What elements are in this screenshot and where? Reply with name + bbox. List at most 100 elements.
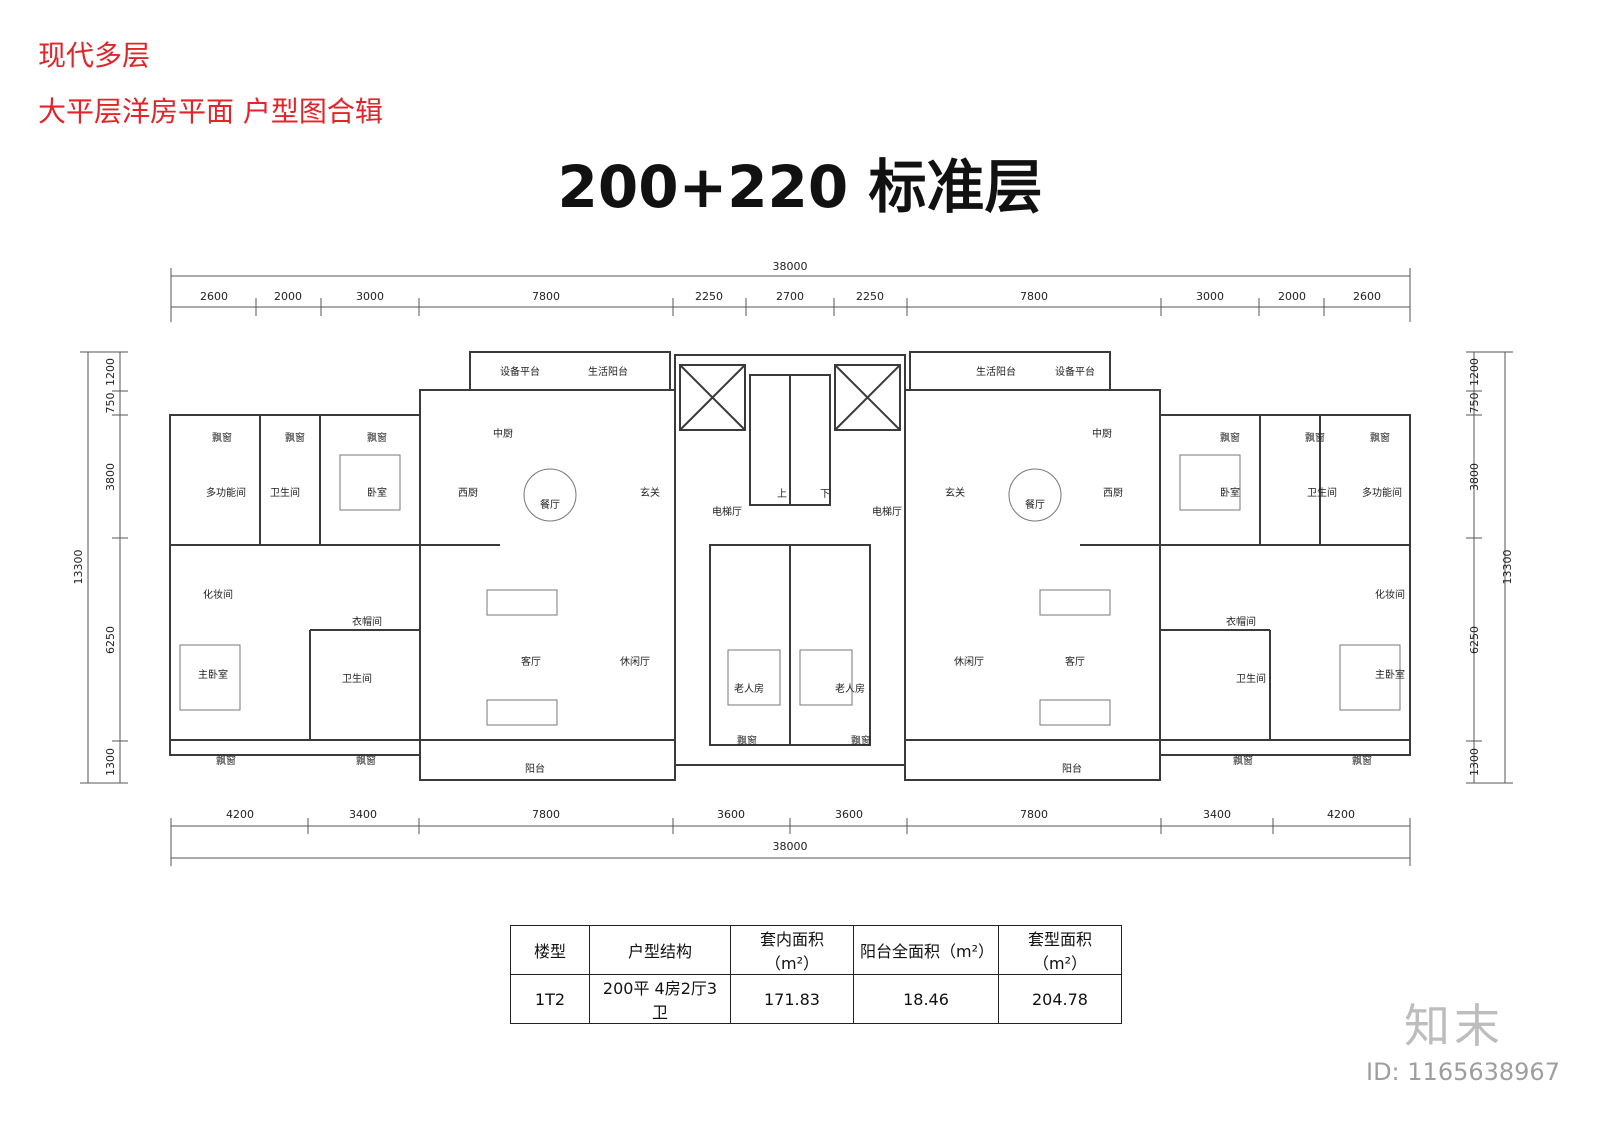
left-elevator-hall-label: 电梯厅 xyxy=(712,505,742,518)
dim-left-5: 1300 xyxy=(104,748,117,776)
left-living-label: 客厅 xyxy=(521,655,541,668)
left-elder-room-label: 老人房 xyxy=(734,682,764,695)
right-bay-window-3: 飘窗 xyxy=(1370,431,1390,444)
dim-bottom-total: 38000 xyxy=(773,840,808,853)
right-bathroom-1-label: 卫生间 xyxy=(1307,486,1337,499)
right-closet-label: 衣帽间 xyxy=(1226,615,1256,628)
dim-left-2: 750 xyxy=(104,393,117,414)
left-closet-label: 衣帽间 xyxy=(352,615,382,628)
right-bay-window-4: 飘窗 xyxy=(1233,754,1253,767)
dim-bottom-6: 7800 xyxy=(1020,808,1048,821)
right-living-label: 客厅 xyxy=(1065,655,1085,668)
right-bay-window-1: 飘窗 xyxy=(1220,431,1240,444)
area-table-cell: 171.83 xyxy=(730,974,854,1024)
right-balcony-label: 阳台 xyxy=(1062,762,1082,775)
area-table-header: 套型面积（m²） xyxy=(998,925,1122,975)
right-elevator-hall-label: 电梯厅 xyxy=(872,505,902,518)
dim-left-4: 6250 xyxy=(104,626,117,654)
left-bedroom-label: 卧室 xyxy=(367,486,387,499)
header-line-1: 现代多层 xyxy=(38,39,151,72)
dim-bottom-4: 3600 xyxy=(717,808,745,821)
dim-bottom-3: 7800 xyxy=(532,808,560,821)
dim-top-2: 2000 xyxy=(274,290,302,303)
right-dining-label: 餐厅 xyxy=(1025,498,1045,511)
area-table-header: 阳台全面积（m²） xyxy=(853,925,999,975)
right-bay-window-2: 飘窗 xyxy=(1305,431,1325,444)
dim-bottom-2: 3400 xyxy=(349,808,377,821)
dim-left-total: 13300 xyxy=(72,550,85,585)
right-western-kitchen-label: 西厨 xyxy=(1103,487,1123,499)
right-multi-room-label: 多功能间 xyxy=(1362,486,1402,499)
left-vanity-label: 化妆间 xyxy=(203,588,233,601)
left-western-kitchen-label: 西厨 xyxy=(458,487,478,499)
watermark-id: ID: 1165638967 xyxy=(1366,1058,1560,1086)
dim-top-9: 3000 xyxy=(1196,290,1224,303)
left-bay-window-1: 飘窗 xyxy=(212,431,232,444)
dim-top-5: 2250 xyxy=(695,290,723,303)
watermark-logo: 知末 xyxy=(1404,999,1504,1053)
dim-top-10: 2000 xyxy=(1278,290,1306,303)
left-bay-window-2: 飘窗 xyxy=(285,431,305,444)
left-bathroom-1-label: 卫生间 xyxy=(270,486,300,499)
dim-top-3: 3000 xyxy=(356,290,384,303)
dim-top-6: 2700 xyxy=(776,290,804,303)
left-chinese-kitchen-label: 中厨 xyxy=(493,427,513,440)
right-chinese-kitchen-label: 中厨 xyxy=(1092,427,1112,440)
dim-top-4: 7800 xyxy=(532,290,560,303)
dim-right-5: 1300 xyxy=(1468,748,1481,776)
dim-bottom-1: 4200 xyxy=(226,808,254,821)
dim-right-3: 3800 xyxy=(1468,463,1481,491)
left-bay-window-3: 飘窗 xyxy=(367,431,387,444)
right-bay-window-5: 飘窗 xyxy=(1352,754,1372,767)
stair-down-label: 下 xyxy=(820,489,830,500)
left-dining-label: 餐厅 xyxy=(540,498,560,511)
area-table-cell: 204.78 xyxy=(998,974,1122,1024)
right-leisure-label: 休闲厅 xyxy=(954,655,984,668)
left-bay-window-4: 飘窗 xyxy=(216,754,236,767)
right-bedroom-label: 卧室 xyxy=(1220,486,1240,499)
header-line-2: 大平层洋房平面 户型图合辑 xyxy=(38,95,383,128)
dim-left-3: 3800 xyxy=(104,463,117,491)
dim-bottom-8: 4200 xyxy=(1327,808,1355,821)
area-table-cell: 200平 4房2厅3卫 xyxy=(589,974,731,1024)
left-leisure-label: 休闲厅 xyxy=(620,655,650,668)
dim-bottom-5: 3600 xyxy=(835,808,863,821)
area-table-header-row: 楼型 户型结构 套内面积（m²） 阳台全面积（m²） 套型面积（m²） xyxy=(510,925,1122,975)
right-elder-room-label: 老人房 xyxy=(835,682,865,695)
dim-top-11: 2600 xyxy=(1353,290,1381,303)
dim-top-1: 2600 xyxy=(200,290,228,303)
dim-right-total: 13300 xyxy=(1501,550,1514,585)
dim-top-total: 38000 xyxy=(773,260,808,273)
dim-right-4: 6250 xyxy=(1468,626,1481,654)
area-table-header: 套内面积（m²） xyxy=(730,925,854,975)
right-bathroom-2-label: 卫生间 xyxy=(1236,672,1266,685)
left-master-bedroom-label: 主卧室 xyxy=(198,668,228,681)
right-foyer-label: 玄关 xyxy=(945,486,965,499)
left-bay-window-5: 飘窗 xyxy=(356,754,376,767)
left-bathroom-2-label: 卫生间 xyxy=(342,672,372,685)
area-table-header: 楼型 xyxy=(510,925,590,975)
left-service-balcony-label: 生活阳台 xyxy=(588,365,628,378)
left-foyer-label: 玄关 xyxy=(640,486,660,499)
right-elder-bay-window: 飘窗 xyxy=(851,734,871,747)
area-table: 楼型 户型结构 套内面积（m²） 阳台全面积（m²） 套型面积（m²） 1T2 … xyxy=(510,925,1122,1024)
stair-up-label: 上 xyxy=(777,488,787,500)
dim-top-8: 7800 xyxy=(1020,290,1048,303)
left-elder-bay-window: 飘窗 xyxy=(737,734,757,747)
dim-top-7: 2250 xyxy=(856,290,884,303)
area-table-cell: 18.46 xyxy=(853,974,999,1024)
left-multi-room-label: 多功能间 xyxy=(206,486,246,499)
page-title: 200+220 标准层 xyxy=(557,153,1043,221)
left-balcony-label: 阳台 xyxy=(525,762,545,775)
table-row: 1T2 200平 4房2厅3卫 171.83 18.46 204.78 xyxy=(510,974,1122,1024)
dim-bottom-7: 3400 xyxy=(1203,808,1231,821)
area-table-header: 户型结构 xyxy=(589,925,731,975)
right-service-balcony-label: 生活阳台 xyxy=(976,365,1016,378)
right-equipment-platform-label: 设备平台 xyxy=(1055,365,1095,378)
dim-right-2: 750 xyxy=(1468,393,1481,414)
area-table-cell: 1T2 xyxy=(510,974,590,1024)
right-vanity-label: 化妆间 xyxy=(1375,588,1405,601)
dim-right-1: 1200 xyxy=(1468,358,1481,386)
left-equipment-platform-label: 设备平台 xyxy=(500,365,540,378)
